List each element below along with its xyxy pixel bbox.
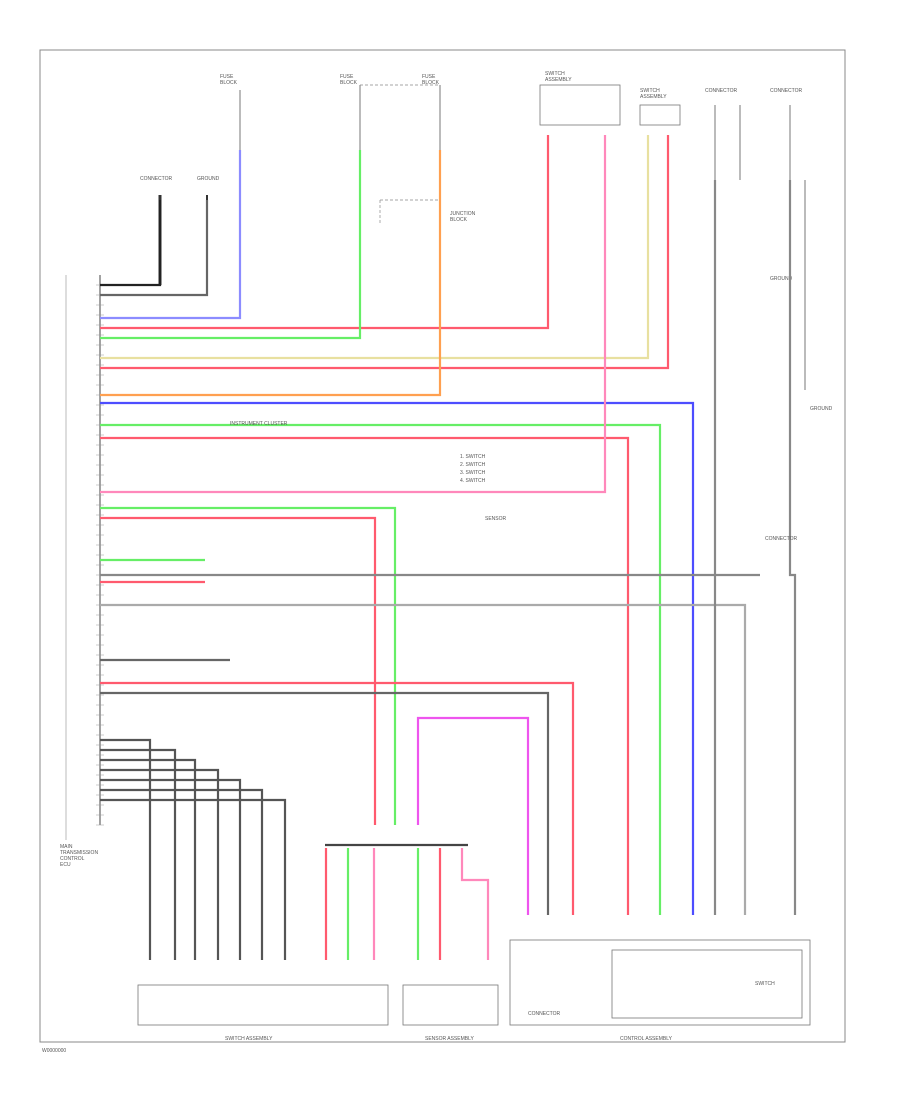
wire-gray-1 [100, 200, 209, 297]
wire-red-2 [100, 135, 670, 370]
top-fuse-3: FUSE BLOCK [422, 74, 441, 150]
svg-text:BLOCK: BLOCK [450, 217, 468, 223]
svg-text:SWITCH: SWITCH [755, 981, 775, 987]
svg-text:2. SWITCH: 2. SWITCH [460, 462, 486, 468]
right-connector-note: CONNECTOR [765, 536, 798, 542]
wire-pink-3 [460, 848, 490, 960]
right-ground-branch: GROUND GROUND [770, 180, 833, 412]
diagram-frame [39, 49, 846, 1043]
svg-text:FUSE: FUSE [340, 74, 354, 80]
cluster-note: INSTRUMENT CLUSTER [230, 421, 288, 427]
wire-gray-branch-4 [100, 768, 220, 960]
top-connector-1: CONNECTOR [705, 88, 741, 180]
top-switch-assembly-2: SWITCH ASSEMBLY [639, 88, 681, 126]
wire-red-3 [100, 436, 630, 915]
bottom-switch-assembly: SWITCH ASSEMBLY [137, 984, 389, 1042]
svg-text:CONNECTOR: CONNECTOR [770, 88, 803, 94]
wire-magenta-1 [416, 716, 530, 915]
top-fuse-2: FUSE BLOCK [340, 74, 440, 150]
wire-gray-branch-2 [100, 748, 177, 960]
wire-blue-1 [100, 401, 695, 915]
svg-text:CONTROL ASSEMBLY: CONTROL ASSEMBLY [620, 1036, 673, 1042]
wire-green-short [100, 150, 362, 340]
svg-text:FUSE: FUSE [220, 74, 234, 80]
svg-text:ASSEMBLY: ASSEMBLY [545, 77, 572, 83]
wire-pink-1 [100, 135, 607, 494]
wire-gray-right-2 [788, 180, 797, 915]
wire-red-4 [100, 516, 377, 825]
wire-lightgray-1 [100, 603, 747, 915]
wire-black-1 [100, 200, 162, 287]
wire-yellow-1 [100, 135, 650, 360]
svg-text:4. SWITCH: 4. SWITCH [460, 478, 486, 484]
legend: 1. SWITCH 2. SWITCH 3. SWITCH 4. SWITCH [460, 454, 486, 484]
wire-orange-1 [100, 150, 442, 397]
svg-text:ASSEMBLY: ASSEMBLY [640, 94, 667, 100]
bottom-control-assembly: CONNECTOR CONTROL ASSEMBLY SWITCH [509, 939, 811, 1042]
svg-text:1. SWITCH: 1. SWITCH [460, 454, 486, 460]
wire-group [100, 135, 797, 960]
svg-text:GROUND: GROUND [810, 406, 833, 412]
diagram-code: W0000000 [42, 1048, 66, 1054]
svg-text:SWITCH: SWITCH [545, 71, 565, 77]
wire-green-1 [100, 423, 662, 915]
svg-text:SENSOR ASSEMBLY: SENSOR ASSEMBLY [425, 1036, 474, 1042]
wire-gray-3 [100, 691, 550, 915]
top-fuse-1: FUSE BLOCK [220, 74, 241, 150]
wire-green-2 [100, 506, 397, 825]
svg-text:BLOCK: BLOCK [340, 80, 358, 86]
svg-text:GROUND: GROUND [770, 276, 793, 282]
wire-gray-branch-6 [100, 788, 264, 960]
svg-text:JUNCTION: JUNCTION [450, 211, 476, 217]
wire-gray-branch-1 [100, 738, 152, 960]
wire-gray-branch-3 [100, 758, 197, 960]
svg-text:GROUND: GROUND [197, 176, 220, 182]
wire-violet-1 [100, 150, 242, 320]
svg-text:BLOCK: BLOCK [422, 80, 440, 86]
ecu-label: MAIN TRANSMISSION CONTROL ECU [60, 844, 99, 868]
svg-text:FUSE: FUSE [422, 74, 436, 80]
junction-block: JUNCTION BLOCK [379, 199, 476, 225]
wire-gray-branch-7 [100, 798, 287, 960]
wire-gray-branch-5 [100, 778, 242, 960]
svg-text:CONNECTOR: CONNECTOR [705, 88, 738, 94]
top-connector-2: CONNECTOR [770, 88, 803, 180]
svg-text:SWITCH ASSEMBLY: SWITCH ASSEMBLY [225, 1036, 273, 1042]
svg-text:3. SWITCH: 3. SWITCH [460, 470, 486, 476]
wire-red-1 [100, 135, 550, 330]
svg-text:SWITCH: SWITCH [640, 88, 660, 94]
top-switch-assembly-1: SWITCH ASSEMBLY [539, 71, 621, 126]
wire-red-6 [100, 681, 575, 915]
mid-sensor-note: SENSOR [485, 516, 507, 522]
svg-text:CONNECTOR: CONNECTOR [528, 1011, 561, 1017]
bottom-sensor-assembly: SENSOR ASSEMBLY [402, 984, 499, 1042]
ecu-connector: MAIN TRANSMISSION CONTROL ECU [60, 275, 101, 868]
svg-text:BLOCK: BLOCK [220, 80, 238, 86]
svg-text:CONNECTOR: CONNECTOR [140, 176, 173, 182]
